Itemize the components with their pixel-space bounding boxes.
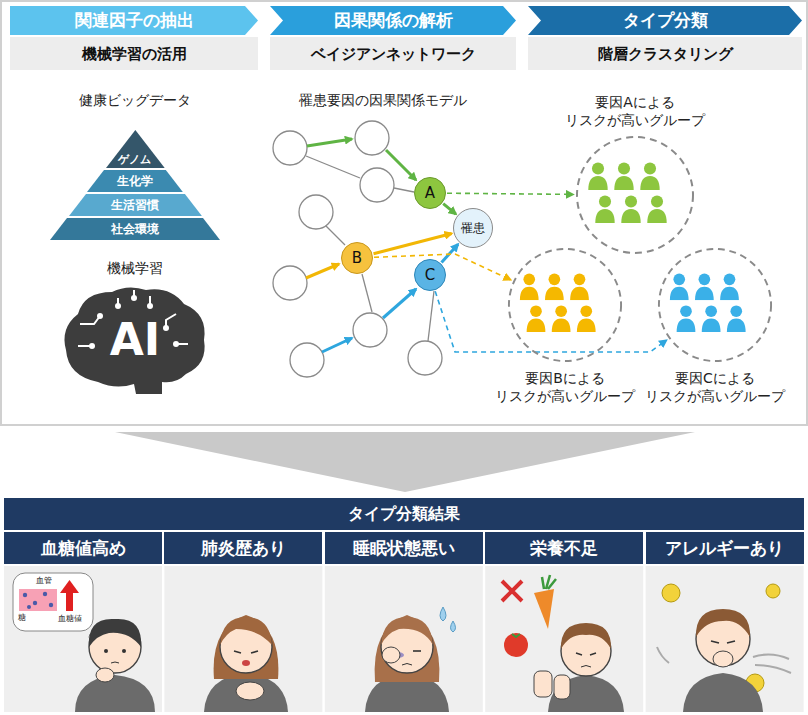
factor-circle: A <box>414 177 446 209</box>
connector <box>374 234 452 254</box>
step-header: タイプ分類 <box>528 6 802 35</box>
text-label: 糖 <box>18 612 26 623</box>
text-label: 健康ビッグデータ <box>79 92 191 110</box>
node-text: ベイジアンネットワーク <box>311 45 476 63</box>
node-text: タイプ分類 <box>623 10 708 30</box>
label-box: 血糖値高め <box>4 532 162 564</box>
factor-circle: B <box>341 242 373 274</box>
group-label: 要因Bによる リスクが高いグループ <box>485 369 645 405</box>
label-box: 睡眠状態悪い <box>325 532 483 564</box>
connector <box>442 244 459 262</box>
label-box: 機械学習の活用 <box>10 37 258 70</box>
node-text: 睡眠状態悪い <box>353 538 455 558</box>
text-label: 罹患要因の因果関係モデル <box>299 92 467 110</box>
shape-outline <box>575 135 695 255</box>
connector <box>447 193 573 194</box>
node-text: 血糖値高め <box>41 538 126 558</box>
node-text: 罹患 <box>461 221 485 235</box>
shape-outline <box>657 247 773 363</box>
risk-group: 要因Aによる リスクが高いグループ <box>575 135 695 255</box>
node-text: 生活習慣 <box>111 198 159 212</box>
label-box: アレルギーあり <box>646 532 804 564</box>
connector <box>443 204 456 214</box>
node-text: 栄養不足 <box>530 538 598 558</box>
node-text: AI <box>110 314 160 367</box>
text-label: 機械学習 <box>107 260 163 278</box>
label-box: 肺炎歴あり <box>164 532 322 564</box>
shape-outline <box>507 247 623 363</box>
group-label: 要因Cによる リスクが高いグループ <box>635 369 795 405</box>
factor-circle: C <box>414 259 446 291</box>
node-text: 肺炎歴あり <box>201 538 286 558</box>
pyramid-layer: 生活習慣 <box>69 194 202 216</box>
risk-group: 要因Cによる リスクが高いグループ <box>657 247 773 363</box>
node-text: アレルギーあり <box>665 538 784 558</box>
node-text: 階層クラスタリング <box>598 45 733 63</box>
ai-brain: AI <box>58 284 212 396</box>
connector <box>435 291 666 352</box>
text-label: 血管 <box>36 575 52 586</box>
risk-group: 要因Bによる リスクが高いグループ <box>507 247 623 363</box>
node-text: 因果関係の解析 <box>334 10 453 30</box>
label-box: 階層クラスタリング <box>528 37 802 70</box>
node-text: A <box>425 184 435 202</box>
node-text: C <box>425 266 435 284</box>
step-header: 因果関係の解析 <box>270 6 516 35</box>
pyramid-layer: 社会環境 <box>50 218 220 240</box>
pyramid-layer: 生化学 <box>87 170 183 192</box>
step-header: 関連因子の抽出 <box>10 6 258 35</box>
pyramid-layer: ゲノム <box>106 130 165 168</box>
node-text: 生化学 <box>117 174 153 188</box>
node-text: B <box>352 249 362 267</box>
label-box: 栄養不足 <box>485 532 643 564</box>
text-label: 血糖値 <box>58 613 82 624</box>
node-text: 関連因子の抽出 <box>75 10 194 30</box>
label-box: ベイジアンネットワーク <box>270 37 516 70</box>
node-text: 社会環境 <box>111 222 159 236</box>
label-box: タイプ分類結果 <box>4 498 804 530</box>
factor-circle: 罹患 <box>453 208 493 248</box>
node-text: タイプ分類結果 <box>348 504 460 523</box>
node-text: 機械学習の活用 <box>82 45 187 63</box>
group-label: 要因Aによる リスクが高いグループ <box>555 93 715 129</box>
node-text: ゲノム <box>118 153 151 166</box>
